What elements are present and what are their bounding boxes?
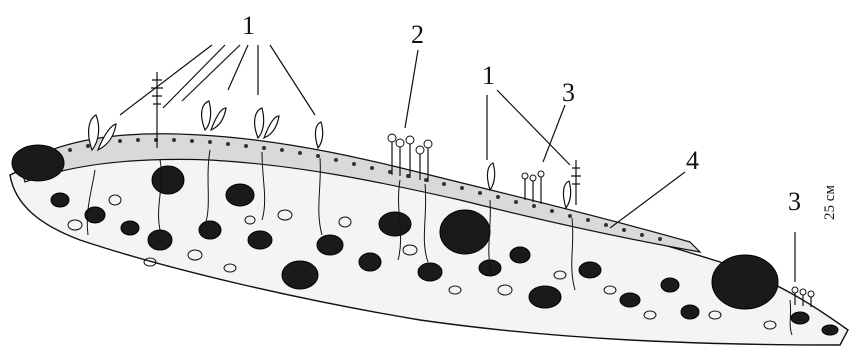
soil-profile-body — [10, 144, 848, 345]
label-1-left: 1 — [242, 13, 255, 39]
rock — [791, 312, 809, 324]
rock — [121, 221, 139, 235]
rock — [418, 263, 442, 281]
rock — [579, 262, 601, 278]
rock — [681, 305, 699, 319]
leader-line — [182, 45, 240, 101]
rock — [248, 231, 272, 249]
rock — [822, 325, 838, 335]
rock — [12, 145, 64, 181]
rock — [282, 261, 318, 289]
rock — [661, 278, 679, 292]
leader-line — [610, 172, 685, 228]
leader-line — [228, 45, 248, 90]
rock — [379, 212, 411, 236]
leader-line — [405, 50, 418, 128]
label-4: 4 — [686, 148, 699, 174]
rock — [317, 235, 343, 255]
rock — [51, 193, 69, 207]
rock — [440, 210, 490, 254]
rock — [529, 286, 561, 308]
rock — [148, 230, 172, 250]
scale-label: 25 см — [822, 185, 839, 220]
leader-line — [163, 45, 225, 108]
label-2: 2 — [411, 22, 424, 48]
label-3-middle: 3 — [562, 80, 575, 106]
rock — [712, 255, 778, 309]
rock — [152, 166, 184, 194]
leader-line — [497, 90, 570, 165]
leader-line — [270, 45, 315, 115]
rock — [226, 184, 254, 206]
rock — [620, 293, 640, 307]
label-3-right: 3 — [788, 189, 801, 215]
leader-line — [543, 105, 565, 162]
rock — [510, 247, 530, 263]
rock — [359, 253, 381, 271]
rock — [199, 221, 221, 239]
label-1-middle: 1 — [482, 63, 495, 89]
